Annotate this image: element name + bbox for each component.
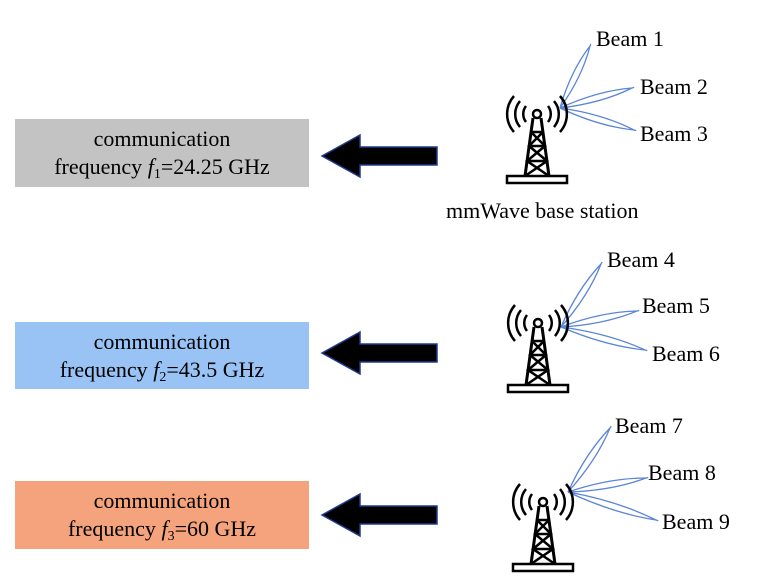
beam-label: Beam 2 [640,74,708,99]
beam-lobe [559,43,592,109]
frequency-box-line1: communication [93,488,231,513]
frequency-box-line2: frequency f3=60 GHz [67,516,257,544]
beam-label: Beam 1 [596,26,664,51]
beam-lobe [559,107,637,132]
beam-label: Beam 7 [615,413,683,438]
frequency-box-1: communication frequency f1=24.25 GHz [15,119,309,187]
base-station-tower-icon [505,94,569,185]
beam-label: Beam 3 [640,121,708,146]
frequency-box-line1: communication [93,126,231,151]
beam-label: Beam 5 [642,293,710,318]
beam-label: Beam 8 [648,460,716,485]
frequency-box-line2: frequency f2=43.5 GHz [59,356,265,385]
beam-label: Beam 9 [662,509,730,534]
beam-lobe [560,261,603,328]
beam-lobe [567,477,649,493]
base-station-tower-icon [506,303,570,394]
base-station-tower-icon [511,482,575,573]
beam-lobe [567,491,659,522]
left-arrow-icon [320,133,438,179]
frequency-box-line2: frequency f1=24.25 GHz [54,154,270,182]
beam-label: Beam 6 [652,341,720,366]
left-arrow-icon [320,330,438,376]
station-label: mmWave base station [446,198,639,223]
beam-label: Beam 4 [607,247,675,272]
beam-lobe [560,326,648,352]
frequency-box-2: communication frequency f2=43.5 GHz [15,322,309,389]
beam-lobe [560,309,640,328]
beam-lobe [559,86,635,109]
frequency-box-3: communication frequency f3=60 GHz [15,481,309,549]
frequency-box-line1: communication [93,328,231,354]
beam-lobe [567,425,612,493]
left-arrow-icon [320,492,438,538]
